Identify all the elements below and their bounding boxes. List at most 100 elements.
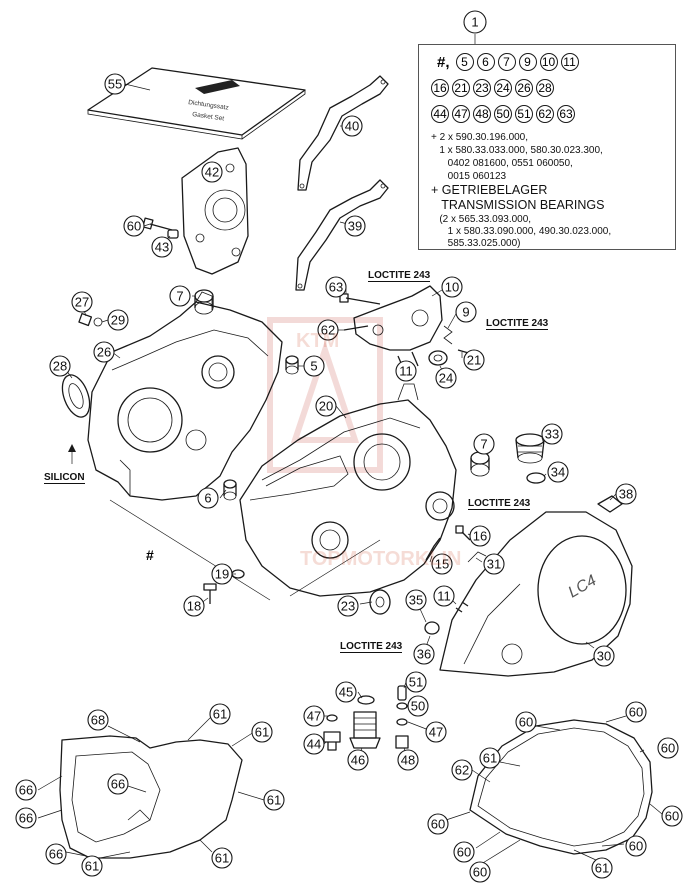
drain-plug-small [78, 312, 103, 327]
loctite-label-cover: LOCTITE 243 [468, 498, 531, 510]
svg-text:42: 42 [205, 165, 219, 180]
svg-text:55: 55 [108, 77, 122, 92]
callout-61-c: 61 [263, 789, 285, 811]
seal-35 [424, 621, 440, 635]
svg-text:15: 15 [435, 557, 449, 572]
callout-66-b: 66 [107, 773, 129, 795]
svg-text:61: 61 [255, 725, 269, 740]
svg-text:10: 10 [445, 280, 459, 295]
svg-text:21: 21 [467, 353, 481, 368]
info-row-3: 44 47 48 50 51 62 63 [431, 105, 578, 123]
svg-text:35: 35 [409, 593, 423, 608]
callout-11-upper: 11 [395, 360, 417, 382]
svg-text:Gasket Set: Gasket Set [192, 111, 225, 122]
svg-text:29: 29 [111, 313, 125, 328]
oil-screen-plug [515, 433, 545, 464]
callout-23: 23 [337, 595, 359, 617]
svg-text:28: 28 [53, 359, 67, 374]
svg-text:61: 61 [267, 793, 281, 808]
spring-9 [443, 325, 453, 345]
callout-51: 51 [405, 671, 427, 693]
seal-ring-47a [326, 714, 338, 722]
loctite-label-top: LOCTITE 243 [368, 270, 431, 282]
svg-text:27: 27 [75, 295, 89, 310]
info-circle: 63 [557, 105, 575, 123]
svg-text:38: 38 [619, 487, 633, 502]
callout-66-c: 66 [15, 807, 37, 829]
callout-62-top: 62 [317, 319, 339, 341]
svg-text:26: 26 [97, 345, 111, 360]
watermark-text-bottom: TOPMOTORKLIN [300, 548, 462, 570]
silicon-marker [68, 444, 76, 452]
callout-61-e: 61 [211, 847, 233, 869]
clutch-cover-gasket [469, 719, 653, 855]
callout-24: 24 [435, 367, 457, 389]
callout-11-lower: 11 [433, 585, 455, 607]
callout-7-middle: 7 [473, 433, 495, 455]
svg-text:60: 60 [457, 845, 471, 860]
info-row-2: 16 21 23 24 26 28 [431, 79, 557, 97]
info-note-2d: 1 x 580.33.090.000, 490.30.023.000, [431, 226, 612, 237]
bearing-24 [428, 350, 448, 366]
callout-60-gasket-d: 60 [427, 813, 449, 835]
svg-text:51: 51 [409, 675, 423, 690]
info-circle: 23 [473, 79, 491, 97]
loctite-label-lower: LOCTITE 243 [340, 641, 403, 653]
cover-gasket-strip-upper [297, 75, 389, 191]
svg-text:60: 60 [431, 817, 445, 832]
svg-text:7: 7 [176, 289, 183, 304]
callout-19: 19 [211, 563, 233, 585]
svg-text:46: 46 [351, 753, 365, 768]
svg-text:45: 45 [339, 685, 353, 700]
loctite-label-bracket: LOCTITE 243 [486, 318, 549, 330]
callout-27: 27 [71, 291, 93, 313]
info-circle: 47 [452, 105, 470, 123]
svg-text:60: 60 [127, 219, 141, 234]
pin-51 [397, 685, 407, 701]
info-hash-label: #, [437, 53, 450, 71]
callout-34: 34 [547, 461, 569, 483]
svg-text:31: 31 [487, 557, 501, 572]
callout-66-a: 66 [15, 779, 37, 801]
info-circle: 11 [560, 53, 579, 71]
info-circle: 9 [518, 53, 537, 71]
gasket-31 [467, 551, 487, 563]
callout-39: 39 [344, 215, 366, 237]
callout-42: 42 [201, 161, 223, 183]
info-note-2a: + GETRIEBELAGER [431, 183, 548, 197]
svg-text:66: 66 [111, 777, 125, 792]
callout-60-top: 60 [123, 215, 145, 237]
callout-55: 55 [104, 73, 126, 95]
svg-text:60: 60 [665, 809, 679, 824]
callout-16: 16 [469, 525, 491, 547]
callout-40: 40 [341, 115, 363, 137]
sleeve-6 [223, 479, 237, 501]
info-note-1a: + 2 x 590.30.196.000, [431, 132, 529, 143]
svg-text:62: 62 [455, 763, 469, 778]
svg-text:43: 43 [155, 240, 169, 255]
callout-47-left: 47 [303, 705, 325, 727]
crankcase-gasket [59, 735, 243, 859]
callout-48: 48 [397, 749, 419, 771]
svg-text:66: 66 [49, 847, 63, 862]
svg-text:16: 16 [473, 529, 487, 544]
shim-ring [61, 374, 91, 418]
callout-10: 10 [441, 276, 463, 298]
svg-text:66: 66 [19, 783, 33, 798]
callout-33: 33 [541, 423, 563, 445]
bearing-bushing-middle [470, 451, 490, 477]
callout-61-b: 61 [251, 721, 273, 743]
callout-60-gasket-e: 60 [661, 805, 683, 827]
svg-text:63: 63 [329, 280, 343, 295]
callout-60-gasket-h: 60 [469, 861, 491, 883]
callout-9: 9 [455, 301, 477, 323]
callout-60-gasket-b: 60 [625, 701, 647, 723]
svg-text:39: 39 [348, 219, 362, 234]
callout-21: 21 [463, 349, 485, 371]
svg-text:66: 66 [19, 811, 33, 826]
info-note-1b: 1 x 580.33.033.000, 580.30.023.300, [431, 145, 603, 156]
callout-43: 43 [151, 236, 173, 258]
svg-text:60: 60 [629, 705, 643, 720]
callout-38: 38 [615, 483, 637, 505]
